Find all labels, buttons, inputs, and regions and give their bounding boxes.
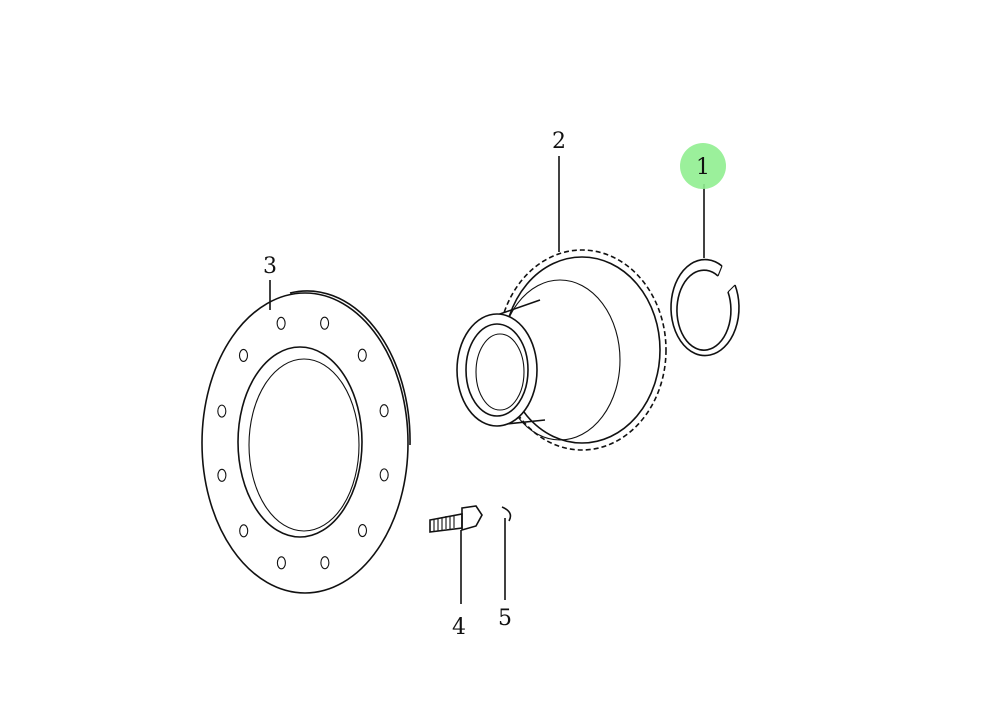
bolt-hole	[217, 468, 227, 482]
part-1-snap-ring[interactable]	[670, 258, 740, 357]
part-3-flange-plate[interactable]	[201, 290, 411, 594]
bolt-hole	[379, 404, 389, 418]
bolt-hole	[357, 523, 368, 538]
bolt-hole	[217, 404, 227, 418]
callout-1-highlight	[680, 143, 726, 189]
callout-4[interactable]: 4	[452, 615, 466, 640]
part-4-bolt[interactable]	[429, 505, 483, 533]
bolt-hole	[276, 316, 286, 330]
callout-5[interactable]: 5	[498, 606, 512, 631]
callout-2[interactable]: 2	[552, 129, 566, 154]
bolt-hole	[320, 316, 330, 330]
bolt-hole	[276, 556, 286, 570]
part-5-washer[interactable]	[501, 506, 512, 522]
bolt-hole	[238, 348, 249, 363]
bolt-hole	[320, 556, 330, 570]
leader-lines	[269, 156, 705, 604]
bolt-hole	[239, 524, 249, 538]
part-2-gear[interactable]	[456, 249, 667, 451]
callout-3[interactable]: 3	[263, 254, 277, 279]
bolt-hole	[357, 348, 367, 362]
callout-1[interactable]: 1	[696, 155, 710, 180]
bolt-hole	[379, 468, 389, 482]
